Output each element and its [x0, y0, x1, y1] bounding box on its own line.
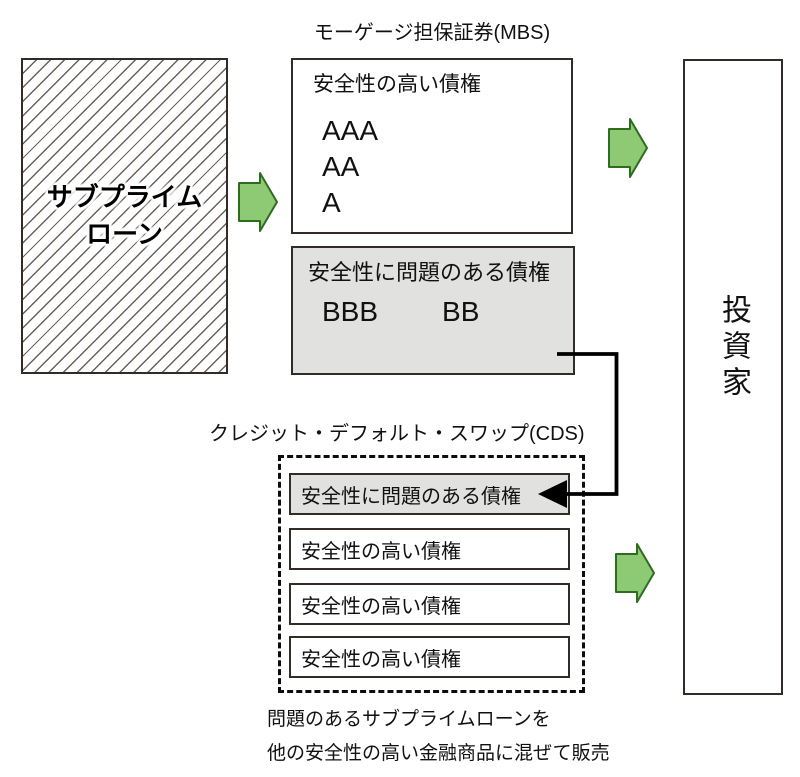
mbs-risky-ratings: BBB BB — [322, 294, 573, 330]
mbs-safe-tranche-label: 安全性の高い債権 — [313, 73, 481, 96]
rating-bb: BB — [442, 296, 480, 327]
mbs-risky-tranche-label: 安全性に問題のある債権 — [308, 260, 551, 285]
cds-safe-tranche-label-1: 安全性の高い債権 — [301, 540, 461, 563]
cds-safe-tranche-label-2: 安全性の高い債権 — [301, 595, 461, 618]
cds-risky-tranche-label: 安全性に問題のある債権 — [301, 485, 521, 508]
flow-arrow-icon-cds-to-investor — [615, 543, 655, 603]
mbs-title: モーゲージ担保証券(MBS) — [313, 22, 551, 44]
cds-safe-tranche-box-2: 安全性の高い債権 — [289, 583, 570, 625]
flow-arrow-icon-mbs-to-investor — [608, 118, 648, 178]
subprime-loan-label-line2: ローン — [86, 219, 163, 249]
cds-safe-tranche-box-3: 安全性の高い債権 — [289, 636, 570, 678]
caption-line-1: 問題のあるサブプライムローンを — [267, 709, 551, 730]
subprime-loan-label-line1: サブプライム — [46, 182, 203, 212]
mbs-safe-tranche-box: 安全性の高い債権 AAA AA A — [291, 58, 573, 234]
cds-safe-tranche-box-1: 安全性の高い債権 — [289, 528, 570, 570]
subprime-loan-box: サブプライム ローン — [21, 58, 228, 374]
cds-title: クレジット・デフォルト・スワップ(CDS) — [209, 423, 585, 445]
cds-container-box: 安全性に問題のある債権 安全性の高い債権 安全性の高い債権 安全性の高い債権 — [278, 455, 585, 693]
rating-aaa: AAA — [322, 115, 379, 146]
rating-a: A — [322, 187, 341, 218]
rating-bbb: BBB — [322, 296, 379, 327]
investor-label: 投資家 — [717, 294, 750, 402]
flow-arrow-icon-subprime-to-mbs — [238, 172, 278, 232]
caption-block: 問題のあるサブプライムローンを 他の安全性の高い金融商品に混ぜて販売 — [267, 703, 610, 771]
investor-box: 投資家 — [683, 59, 783, 695]
mbs-risky-tranche-box: 安全性に問題のある債権 BBB BB — [291, 246, 575, 375]
cds-risky-tranche-box: 安全性に問題のある債権 — [289, 473, 570, 515]
mbs-safe-ratings: AAA AA A — [322, 113, 571, 221]
rating-aa: AA — [322, 151, 360, 182]
caption-line-2: 他の安全性の高い金融商品に混ぜて販売 — [267, 743, 610, 764]
cds-safe-tranche-label-3: 安全性の高い債権 — [301, 648, 461, 671]
